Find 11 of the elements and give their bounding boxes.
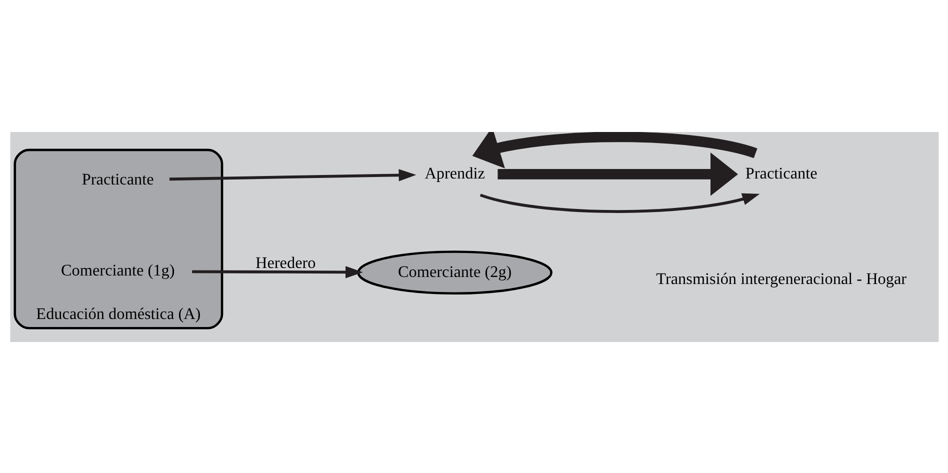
arrow [168, 168, 416, 181]
arrow [479, 192, 760, 212]
node-text: Practicante [744, 164, 817, 182]
node-text: Aprendiz [424, 164, 484, 182]
node-text: Practicante [81, 170, 154, 188]
arrow [472, 132, 757, 168]
label: Transmisión intergeneracional - Hogar [656, 269, 906, 288]
node-text: Comerciante (1g) [60, 261, 174, 280]
arrow [192, 266, 362, 278]
node-ellipse: Comerciante (2g) [356, 250, 552, 294]
edge-label: Heredero [255, 254, 316, 272]
